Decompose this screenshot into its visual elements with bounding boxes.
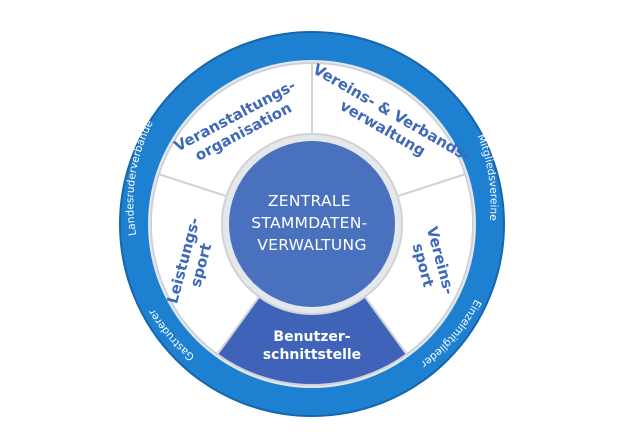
center-label: ZENTRALE STAMMDATEN- VERWALTUNG xyxy=(251,192,373,254)
segment-4 xyxy=(215,295,409,386)
center-label-line: STAMMDATEN- xyxy=(251,214,367,232)
segment-3 xyxy=(363,172,474,356)
segment-4-label: Benutzer-schnittstelle xyxy=(263,329,361,363)
segment-1 xyxy=(157,61,313,198)
segment-label-line: Benutzer- xyxy=(273,329,350,345)
center-label-line: ZENTRALE xyxy=(268,192,351,210)
center-label-line: VERWALTUNG xyxy=(257,236,367,254)
center-circle xyxy=(229,141,395,307)
segment-label-line: schnittstelle xyxy=(263,347,361,363)
segment-2 xyxy=(311,61,467,198)
segment-5 xyxy=(150,172,261,356)
